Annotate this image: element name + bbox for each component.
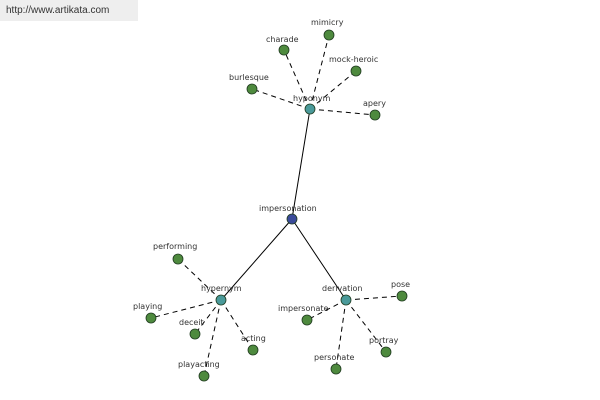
relation-node-derivation[interactable]: [340, 294, 352, 306]
edge-hyponym-apery: [309, 108, 376, 116]
edge-hypernym-deceit: [194, 299, 222, 335]
word-node-playing[interactable]: [145, 312, 157, 324]
word-label-mimicry[interactable]: mimicry: [311, 18, 344, 27]
edge-hypernym-playing: [150, 299, 222, 319]
word-node-mimicry[interactable]: [323, 29, 335, 41]
word-node-personate[interactable]: [330, 363, 342, 375]
edge-hyponym-mock-heroic: [309, 70, 357, 110]
word-node-acting[interactable]: [247, 344, 259, 356]
word-label-impersonate[interactable]: impersonate: [278, 304, 328, 313]
word-node-performing[interactable]: [172, 253, 184, 265]
edge-hyponym-burlesque: [251, 88, 311, 110]
word-node-portray[interactable]: [380, 346, 392, 358]
graph-nodes: [145, 29, 408, 382]
word-node-mock-heroic[interactable]: [350, 65, 362, 77]
word-label-portray[interactable]: portray: [369, 336, 399, 345]
word-label-playing[interactable]: playing: [133, 302, 162, 311]
word-node-pose[interactable]: [396, 290, 408, 302]
word-label-personate[interactable]: personate: [314, 353, 354, 362]
word-node-apery[interactable]: [369, 109, 381, 121]
edge-hypernym-acting: [220, 299, 254, 351]
edge-derivation-impersonate: [306, 299, 347, 321]
relation-label-hypernym[interactable]: hypernym: [201, 284, 242, 293]
word-node-impersonate[interactable]: [301, 314, 313, 326]
word-node-charade[interactable]: [278, 44, 290, 56]
edge-impersonation-derivation: [291, 218, 347, 301]
word-label-charade[interactable]: charade: [266, 35, 299, 44]
word-label-pose[interactable]: pose: [391, 280, 410, 289]
edge-hypernym-playacting: [203, 299, 222, 377]
site-url[interactable]: http://www.artikata.com: [0, 0, 138, 21]
word-node-deceit[interactable]: [189, 328, 201, 340]
word-label-acting[interactable]: acting: [241, 334, 266, 343]
edge-impersonation-hypernym: [220, 218, 293, 301]
edge-derivation-portray: [345, 299, 387, 353]
word-label-apery[interactable]: apery: [363, 99, 386, 108]
edge-impersonation-hyponym: [291, 108, 311, 220]
edge-derivation-personate: [335, 299, 347, 370]
word-label-deceit[interactable]: deceit: [179, 318, 204, 327]
word-node-playacting[interactable]: [198, 370, 210, 382]
relation-node-hypernym[interactable]: [215, 294, 227, 306]
edge-hyponym-charade: [283, 49, 311, 110]
center-label-impersonation[interactable]: impersonation: [259, 204, 317, 213]
graph-edges: [150, 34, 403, 377]
edge-hypernym-performing: [177, 258, 222, 301]
word-label-burlesque[interactable]: burlesque: [229, 73, 269, 82]
graph-labels: impersonation hyponym charade mimicry mock-h…: [133, 18, 410, 369]
edge-derivation-pose: [345, 295, 403, 301]
center-node-impersonation[interactable]: [286, 213, 298, 225]
word-node-burlesque[interactable]: [246, 83, 258, 95]
relation-label-hyponym[interactable]: hyponym: [293, 94, 331, 103]
word-label-playacting[interactable]: playacting: [178, 360, 220, 369]
edge-hyponym-mimicry: [309, 34, 330, 110]
word-label-performing[interactable]: performing: [153, 242, 197, 251]
word-label-mock-heroic[interactable]: mock-heroic: [329, 55, 378, 64]
relation-node-hyponym[interactable]: [304, 103, 316, 115]
relation-label-derivation[interactable]: derivation: [322, 284, 362, 293]
